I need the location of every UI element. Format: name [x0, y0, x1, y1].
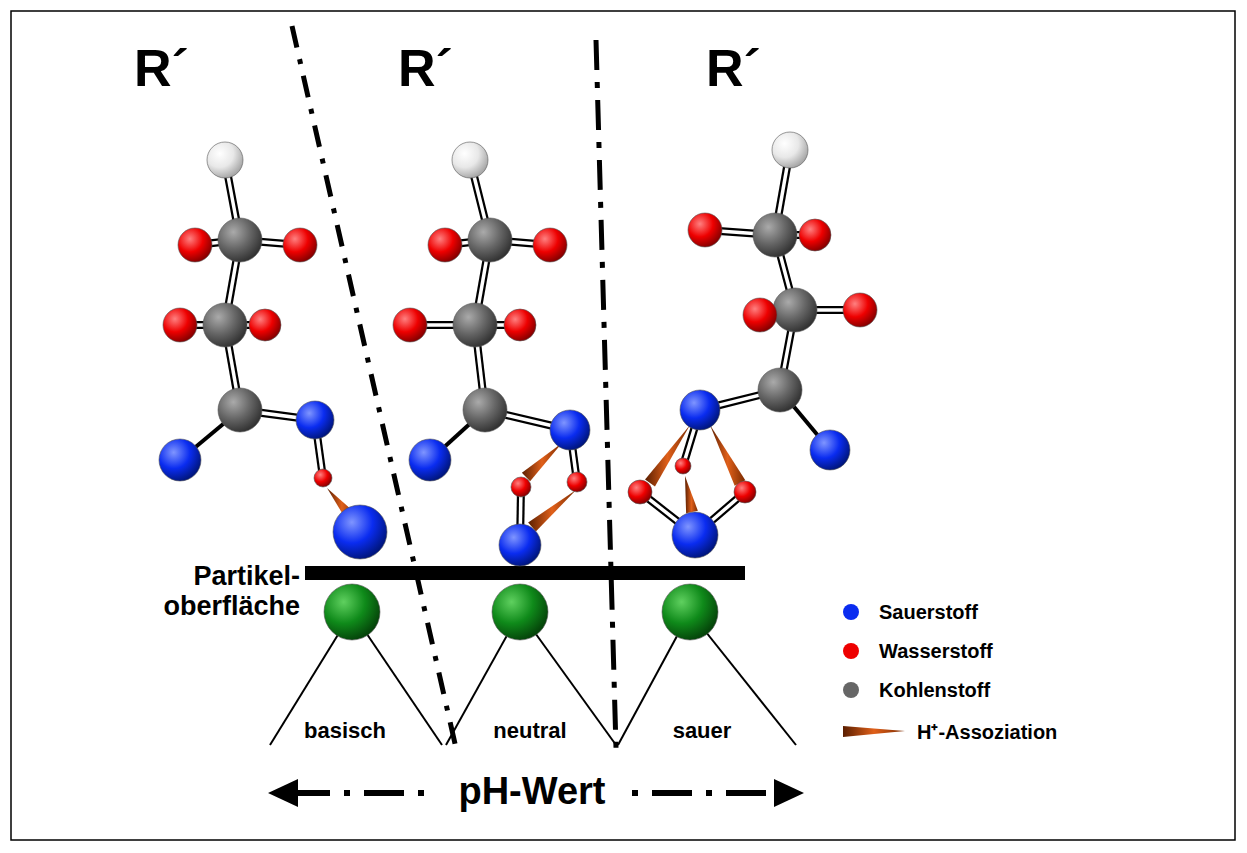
legend-entry: Sauerstoff — [841, 598, 978, 626]
surface-label: Partikel- oberfläche — [110, 562, 300, 621]
divider-line — [292, 26, 456, 748]
divider-line — [596, 40, 616, 748]
legend-text: H⁺-Assoziation — [917, 718, 1057, 745]
residue-label: R´ — [706, 40, 761, 97]
particle-surface — [305, 566, 745, 580]
legend-text: Wasserstoff — [879, 640, 993, 663]
legend-swatch — [841, 676, 871, 704]
residue-label: R´ — [398, 40, 453, 97]
legend-text: Sauerstoff — [879, 601, 978, 624]
axis-label: pH-Wert — [458, 771, 605, 813]
legend-entry: H⁺-Assoziation — [841, 717, 1057, 745]
region-label: neutral — [493, 719, 566, 743]
region-label: sauer — [673, 719, 732, 743]
residue-label: R´ — [134, 40, 189, 97]
bonds — [180, 150, 860, 545]
legend-entry: Kohlenstoff — [841, 676, 990, 704]
legend-text: Kohlenstoff — [879, 679, 990, 702]
legend-entry: Wasserstoff — [841, 637, 993, 665]
legend-swatch — [841, 598, 871, 626]
frame — [11, 11, 1235, 840]
legend-swatch — [841, 637, 871, 665]
region-label: basisch — [304, 719, 386, 743]
legend-swatch — [841, 717, 909, 745]
